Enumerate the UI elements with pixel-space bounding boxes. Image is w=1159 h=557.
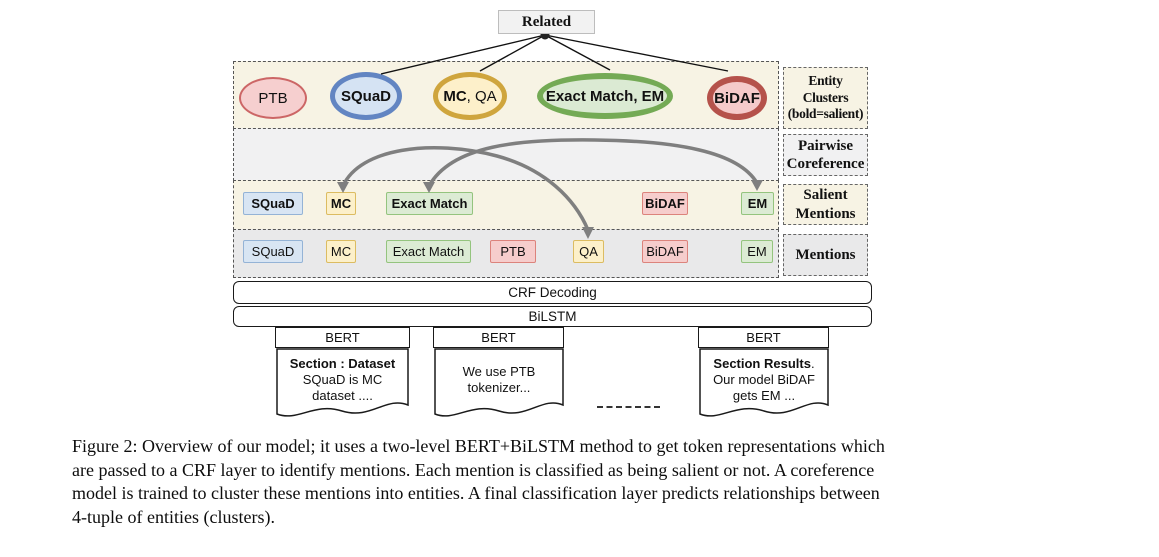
entity-ellipse-exact-match-em: Exact Match, EM	[537, 73, 673, 119]
salient-mention-squad: SQuaD	[243, 192, 303, 215]
label-salient-mentions: Salient Mentions	[783, 184, 868, 225]
document-body: SQuaD is MC dataset ....	[302, 372, 383, 403]
document-text: Section Results. Our model BiDAF gets EM…	[699, 351, 829, 409]
document-title-suffix: .	[810, 356, 815, 371]
mention-squad: SQuaD	[243, 240, 303, 263]
entity-label-bold: MC	[443, 87, 467, 105]
label-pairwise-coreference: Pairwise Coreference	[783, 134, 868, 176]
mention-exact-match: Exact Match	[386, 240, 471, 263]
figure-caption: Figure 2: Overview of our model; it uses…	[72, 436, 885, 527]
salient-mention-em: EM	[741, 192, 774, 215]
document-3: Section Results. Our model BiDAF gets EM…	[699, 348, 829, 426]
document-2: We use PTB tokenizer...	[434, 348, 564, 426]
mention-em: EM	[741, 240, 773, 263]
salient-mention-mc: MC	[326, 192, 356, 215]
entity-label: , QA	[466, 87, 497, 105]
entity-label-bold: Exact Match, EM	[545, 87, 665, 105]
bilstm-bar: BiLSTM	[233, 306, 872, 327]
bert-box-2: BERT	[433, 327, 564, 348]
ellipsis-divider	[597, 406, 660, 408]
entity-ellipse-mc-qa: MC, QA	[433, 72, 507, 120]
salient-mentions-band	[233, 180, 779, 230]
document-shape	[699, 348, 829, 417]
crf-decoding-bar: CRF Decoding	[233, 281, 872, 304]
related-label: Related	[521, 13, 572, 30]
document-text: We use PTB tokenizer...	[434, 351, 564, 409]
document-body: Our model BiDAF gets EM ...	[713, 372, 815, 403]
document-title: Section : Dataset	[289, 356, 396, 371]
mention-ptb: PTB	[490, 240, 536, 263]
document-1: Section : Dataset SQuaD is MC dataset ..…	[276, 348, 409, 426]
entity-label-bold: BiDAF	[714, 89, 760, 107]
document-body: We use PTB tokenizer...	[462, 364, 536, 395]
entity-ellipse-ptb: PTB	[239, 77, 307, 119]
entity-label: PTB	[258, 89, 288, 107]
pairwise-coreference-band	[233, 128, 779, 181]
label-entity-clusters: Entity Clusters (bold=salient)	[783, 67, 868, 129]
related-box: Related	[498, 10, 595, 34]
bert-box-3: BERT	[698, 327, 829, 348]
mention-qa: QA	[573, 240, 604, 263]
document-text: Section : Dataset SQuaD is MC dataset ..…	[276, 351, 409, 409]
mention-mc: MC	[326, 240, 356, 263]
bert-box-1: BERT	[275, 327, 410, 348]
salient-mention-bidaf: BiDAF	[642, 192, 688, 215]
entity-ellipse-squad: SQuaD	[330, 72, 402, 120]
label-mentions: Mentions	[783, 234, 868, 276]
entity-ellipse-bidaf: BiDAF	[707, 76, 767, 120]
document-shape	[276, 348, 409, 417]
document-title: Section Results	[713, 356, 811, 371]
mention-bidaf: BiDAF	[642, 240, 688, 263]
salient-mention-exact-match: Exact Match	[386, 192, 473, 215]
entity-label-bold: SQuaD	[340, 87, 391, 105]
document-shape	[434, 348, 564, 417]
